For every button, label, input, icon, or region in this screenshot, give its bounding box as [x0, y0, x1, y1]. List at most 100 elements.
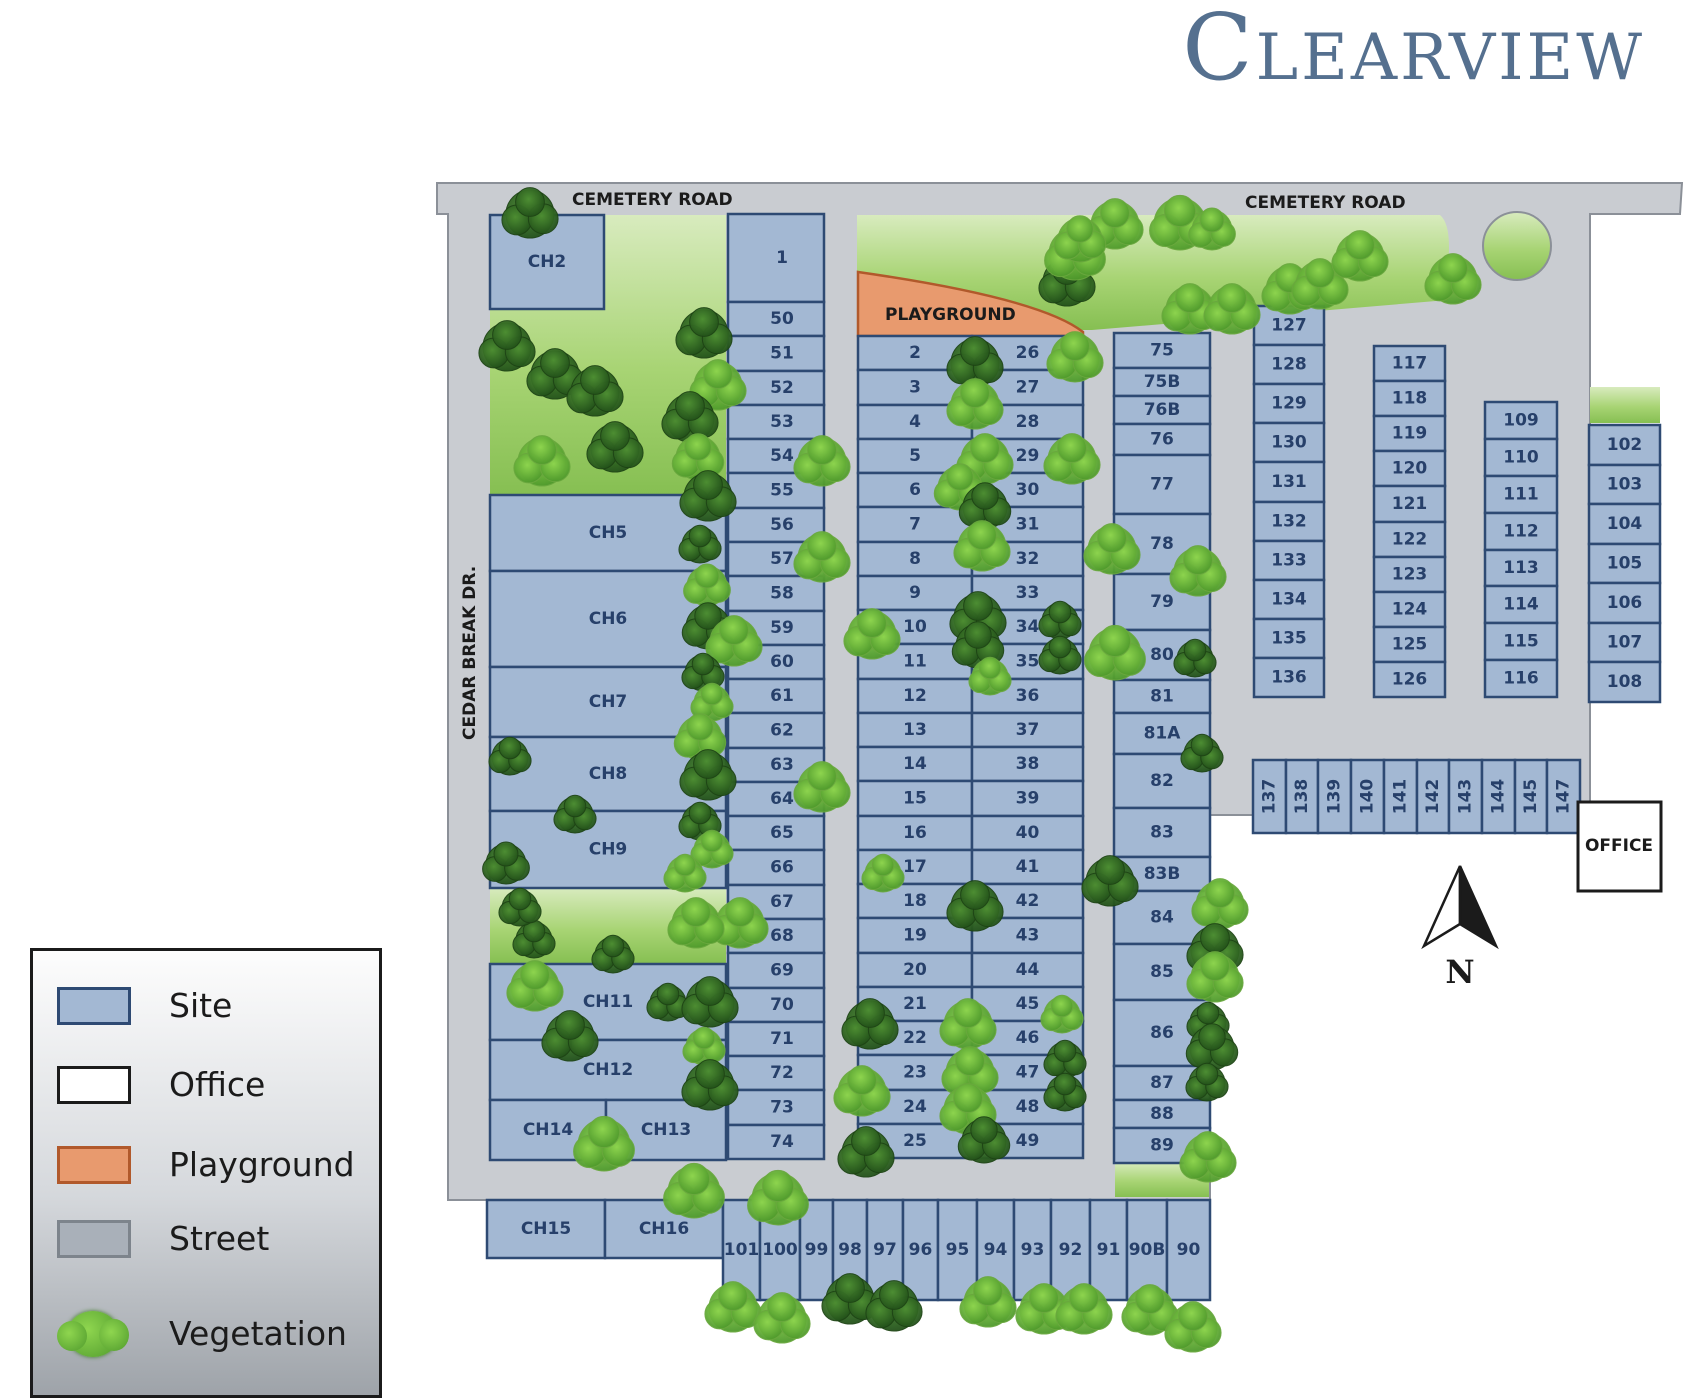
site-69[interactable]: 69 [726, 951, 826, 990]
site-81[interactable]: 81 [1112, 678, 1212, 715]
site-43[interactable]: 43 [970, 916, 1085, 955]
site-1[interactable]: 1 [726, 212, 826, 304]
site-124[interactable]: 124 [1372, 590, 1447, 629]
site-38[interactable]: 38 [970, 745, 1085, 783]
site-15[interactable]: 15 [856, 779, 974, 818]
site-75[interactable]: 75 [1112, 331, 1212, 370]
site-132[interactable]: 132 [1252, 500, 1326, 543]
site-126[interactable]: 126 [1372, 660, 1447, 699]
site-62[interactable]: 62 [726, 711, 826, 750]
site-125[interactable]: 125 [1372, 625, 1447, 664]
site-128[interactable]: 128 [1252, 343, 1326, 386]
site-76[interactable]: 76 [1112, 422, 1212, 457]
site-145[interactable]: 145 [1513, 758, 1549, 835]
site-107[interactable]: 107 [1587, 621, 1662, 664]
site-102[interactable]: 102 [1587, 423, 1662, 467]
site-136[interactable]: 136 [1252, 656, 1326, 699]
site-121[interactable]: 121 [1372, 484, 1447, 524]
site-51[interactable]: 51 [726, 334, 826, 373]
tree-icon [753, 1292, 811, 1344]
site-137[interactable]: 137 [1251, 758, 1288, 835]
site-106[interactable]: 106 [1587, 581, 1662, 625]
site-114[interactable]: 114 [1483, 584, 1559, 625]
site-122[interactable]: 122 [1372, 520, 1447, 559]
site-66[interactable]: 66 [726, 848, 826, 887]
site-129[interactable]: 129 [1252, 382, 1326, 425]
site-133[interactable]: 133 [1252, 539, 1326, 582]
site-72[interactable]: 72 [726, 1054, 826, 1092]
svg-text:12: 12 [903, 686, 927, 706]
office-building[interactable] [1576, 800, 1663, 893]
site-12[interactable]: 12 [856, 677, 974, 715]
tree-icon [1043, 433, 1101, 485]
site-103[interactable]: 103 [1587, 463, 1662, 506]
site-96[interactable]: 96 [901, 1198, 940, 1302]
site-50[interactable]: 50 [726, 300, 826, 338]
site-76b[interactable]: 76B [1112, 394, 1212, 426]
site-91[interactable]: 91 [1088, 1198, 1129, 1302]
site-141[interactable]: 141 [1382, 758, 1419, 835]
site-40[interactable]: 40 [970, 814, 1085, 852]
tree-icon [833, 1065, 891, 1117]
site-134[interactable]: 134 [1252, 578, 1326, 621]
site-41[interactable]: 41 [970, 848, 1085, 886]
site-113[interactable]: 113 [1483, 548, 1559, 588]
site-95[interactable]: 95 [936, 1198, 979, 1302]
site-71[interactable]: 71 [726, 1020, 826, 1058]
tree-icon [690, 829, 734, 869]
svg-text:37: 37 [1016, 720, 1040, 740]
site-142[interactable]: 142 [1415, 758, 1451, 835]
site-115[interactable]: 115 [1483, 621, 1559, 662]
site-119[interactable]: 119 [1372, 414, 1447, 453]
site-9[interactable]: 9 [856, 574, 974, 612]
site-108[interactable]: 108 [1587, 660, 1662, 704]
site-67[interactable]: 67 [726, 883, 826, 921]
site-138[interactable]: 138 [1284, 758, 1320, 835]
road-label-cemetery-west: CEMETERY ROAD [572, 190, 733, 210]
site-13[interactable]: 13 [856, 711, 974, 749]
site-58[interactable]: 58 [726, 574, 826, 613]
site-88[interactable]: 88 [1112, 1098, 1212, 1130]
site-83[interactable]: 83 [1112, 806, 1212, 859]
site-130[interactable]: 130 [1252, 421, 1326, 464]
tree-icon [1038, 635, 1082, 675]
site-61[interactable]: 61 [726, 677, 826, 715]
site-144[interactable]: 144 [1480, 758, 1517, 835]
site-99[interactable]: 99 [798, 1198, 835, 1302]
site-77[interactable]: 77 [1112, 453, 1212, 516]
site-109[interactable]: 109 [1483, 400, 1559, 441]
site-39[interactable]: 39 [970, 779, 1085, 818]
site-ch15[interactable]: CH15 [485, 1198, 607, 1260]
site-73[interactable]: 73 [726, 1088, 826, 1127]
site-70[interactable]: 70 [726, 986, 826, 1024]
site-44[interactable]: 44 [970, 951, 1085, 989]
site-139[interactable]: 139 [1316, 758, 1353, 835]
site-140[interactable]: 140 [1349, 758, 1386, 835]
site-16[interactable]: 16 [856, 814, 974, 852]
site-65[interactable]: 65 [726, 814, 826, 852]
site-147[interactable]: 147 [1545, 758, 1582, 835]
site-7[interactable]: 7 [856, 505, 974, 544]
site-117[interactable]: 117 [1372, 344, 1447, 383]
site-53[interactable]: 53 [726, 403, 826, 441]
site-14[interactable]: 14 [856, 745, 974, 783]
site-131[interactable]: 131 [1252, 460, 1326, 504]
site-82[interactable]: 82 [1112, 752, 1212, 810]
site-112[interactable]: 112 [1483, 511, 1559, 552]
site-110[interactable]: 110 [1483, 437, 1559, 478]
site-135[interactable]: 135 [1252, 617, 1326, 660]
site-90[interactable]: 90 [1165, 1198, 1212, 1302]
site-111[interactable]: 111 [1483, 474, 1559, 515]
site-37[interactable]: 37 [970, 711, 1085, 749]
site-104[interactable]: 104 [1587, 502, 1662, 546]
site-118[interactable]: 118 [1372, 379, 1447, 418]
site-105[interactable]: 105 [1587, 542, 1662, 585]
site-20[interactable]: 20 [856, 951, 974, 989]
site-74[interactable]: 74 [726, 1123, 826, 1161]
site-75b[interactable]: 75B [1112, 366, 1212, 398]
site-116[interactable]: 116 [1483, 658, 1559, 699]
office-swatch [57, 1065, 131, 1104]
site-120[interactable]: 120 [1372, 449, 1447, 488]
site-123[interactable]: 123 [1372, 555, 1447, 594]
site-143[interactable]: 143 [1447, 758, 1484, 835]
